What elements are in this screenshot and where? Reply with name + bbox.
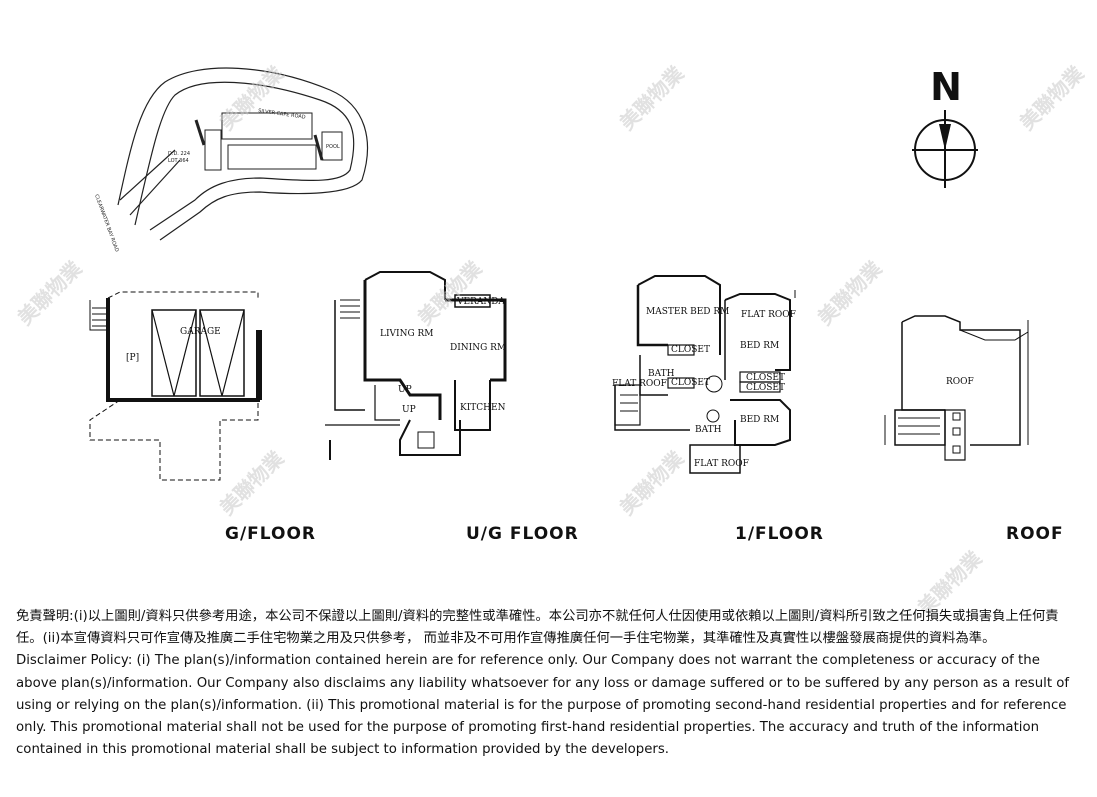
plan-g-floor: [89, 291, 262, 481]
lot-label-1: D.D. 224: [168, 151, 190, 157]
stair-up-2: UP: [402, 405, 416, 415]
floor-label-roof: ROOF: [1006, 524, 1064, 544]
room-flat-roof-top: FLAT ROOF: [741, 310, 796, 320]
room-living: LIVING RM: [380, 329, 434, 339]
floor-plan-area: SILVER CAPE ROAD CLEARWATER BAY ROAD D.D…: [13, 61, 1089, 620]
room-flat-roof-left: FLAT ROOF: [612, 379, 667, 389]
room-closet-1: CLOSET: [671, 345, 710, 355]
room-garage: GARAGE: [180, 327, 221, 337]
room-bed-1: BED RM: [740, 341, 779, 351]
site-plan: [117, 67, 369, 241]
room-bath-1: BATH: [648, 369, 675, 379]
room-bath-2: BATH: [695, 425, 722, 435]
floor-plan-drawing: SILVER CAPE ROAD CLEARWATER BAY ROAD D.D…: [89, 65, 1029, 481]
stair-up-1: UP: [398, 385, 412, 395]
plan-1-floor: [614, 275, 796, 474]
floor-label-g: G/FLOOR: [225, 524, 316, 544]
room-closet-4: CLOSET: [746, 383, 785, 393]
lot-label-2: LOT 364: [168, 158, 189, 164]
disclaimer-chinese: 免責聲明:(i)以上圖則/資料只供參考用途，本公司不保證以上圖則/資料的完整性或…: [16, 609, 1059, 647]
room-kitchen: KITCHEN: [460, 403, 506, 413]
disclaimer-english: Disclaimer Policy: (i) The plan(s)/infor…: [16, 653, 1070, 758]
room-bed-2: BED RM: [740, 415, 779, 425]
plan-ug-floor: [325, 271, 507, 460]
room-closet-2: CLOSET: [671, 378, 710, 388]
room-veranda: VERANDA: [456, 297, 505, 307]
compass-icon: N: [912, 65, 978, 188]
plan-roof: [884, 315, 1029, 461]
floor-label-ug: U/G FLOOR: [466, 524, 579, 544]
pool-label: POOL: [326, 144, 340, 150]
room-dining: DINING RM: [450, 343, 506, 353]
room-closet-3: CLOSET: [746, 373, 785, 383]
room-flat-roof-bottom: FLAT ROOF: [694, 459, 749, 469]
room-roof: ROOF: [946, 377, 974, 387]
north-label: N: [930, 65, 962, 109]
room-master-bed: MASTER BED RM: [646, 307, 729, 317]
room-parking: [P]: [126, 353, 139, 363]
disclaimer: 免責聲明:(i)以上圖則/資料只供參考用途，本公司不保證以上圖則/資料的完整性或…: [16, 606, 1082, 761]
floor-label-1: 1/FLOOR: [735, 524, 824, 544]
